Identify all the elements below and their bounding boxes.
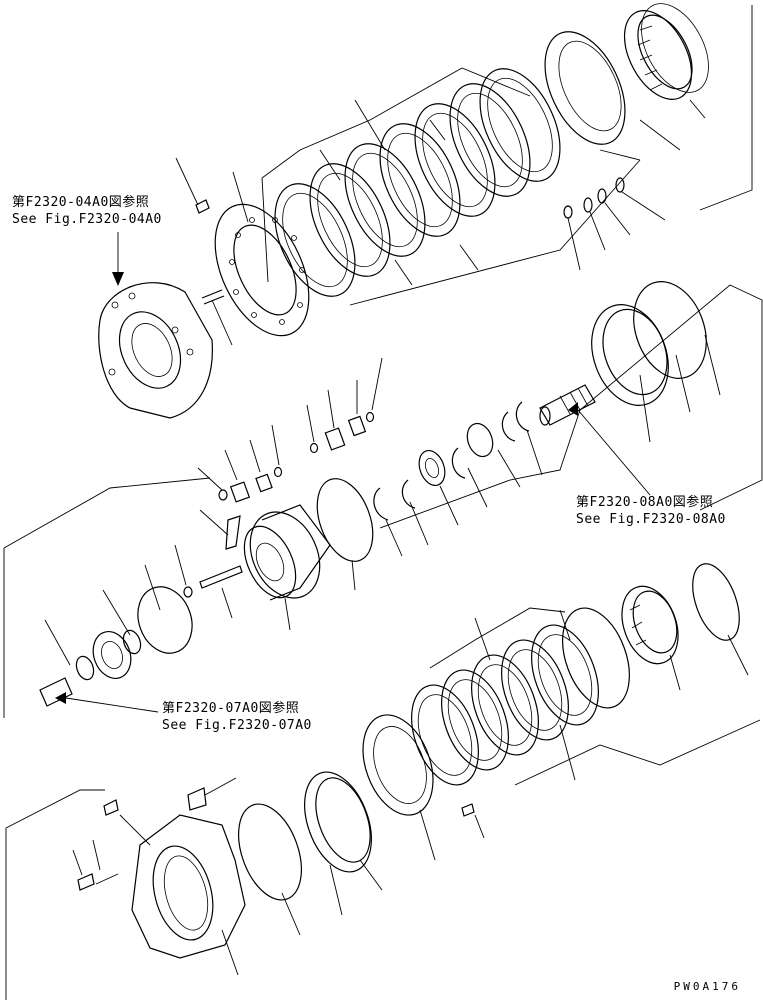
reference-jp-08: 第F2320-08A0図参照: [576, 495, 714, 510]
leader-lines-top: [175, 99, 706, 346]
bottom-clutch-pack: [238, 563, 740, 901]
reference-jp-04: 第F2320-04A0図参照: [12, 195, 150, 210]
reference-note-fig-04a0: 第F2320-04A0図参照 See Fig.F2320-04A0: [12, 194, 162, 228]
middle-rings: [316, 280, 707, 562]
reference-note-fig-08a0: 第F2320-08A0図参照 See Fig.F2320-08A0: [576, 494, 726, 528]
leader-lines-middle: [44, 334, 721, 666]
middle-hub-assembly: [183, 411, 375, 601]
clutch-discs-top: [274, 68, 561, 297]
reference-note-fig-07a0: 第F2320-07A0図参照 See Fig.F2320-07A0: [162, 700, 312, 734]
bottom-housing: [77, 787, 246, 959]
middle-frame-lines: [3, 284, 763, 718]
middle-left-parts: [39, 586, 193, 707]
top-clutch-pack: [195, 3, 709, 337]
reference-en-07: See Fig.F2320-07A0: [162, 718, 312, 733]
top-housing: [98, 282, 213, 419]
end-plate-top: [544, 31, 626, 145]
reference-jp-07: 第F2320-07A0図参照: [162, 701, 300, 716]
reference-en-08: See Fig.F2320-08A0: [576, 512, 726, 527]
top-frame-lines: [261, 5, 753, 306]
ring-gear-top: [623, 3, 709, 100]
leader-lines-bottom: [72, 609, 749, 976]
reference-en-04: See Fig.F2320-04A0: [12, 212, 162, 227]
drawing-code: PW0A176: [673, 980, 741, 993]
bottom-frame-lines: [5, 607, 761, 1000]
flange-plate-top: [214, 203, 310, 337]
